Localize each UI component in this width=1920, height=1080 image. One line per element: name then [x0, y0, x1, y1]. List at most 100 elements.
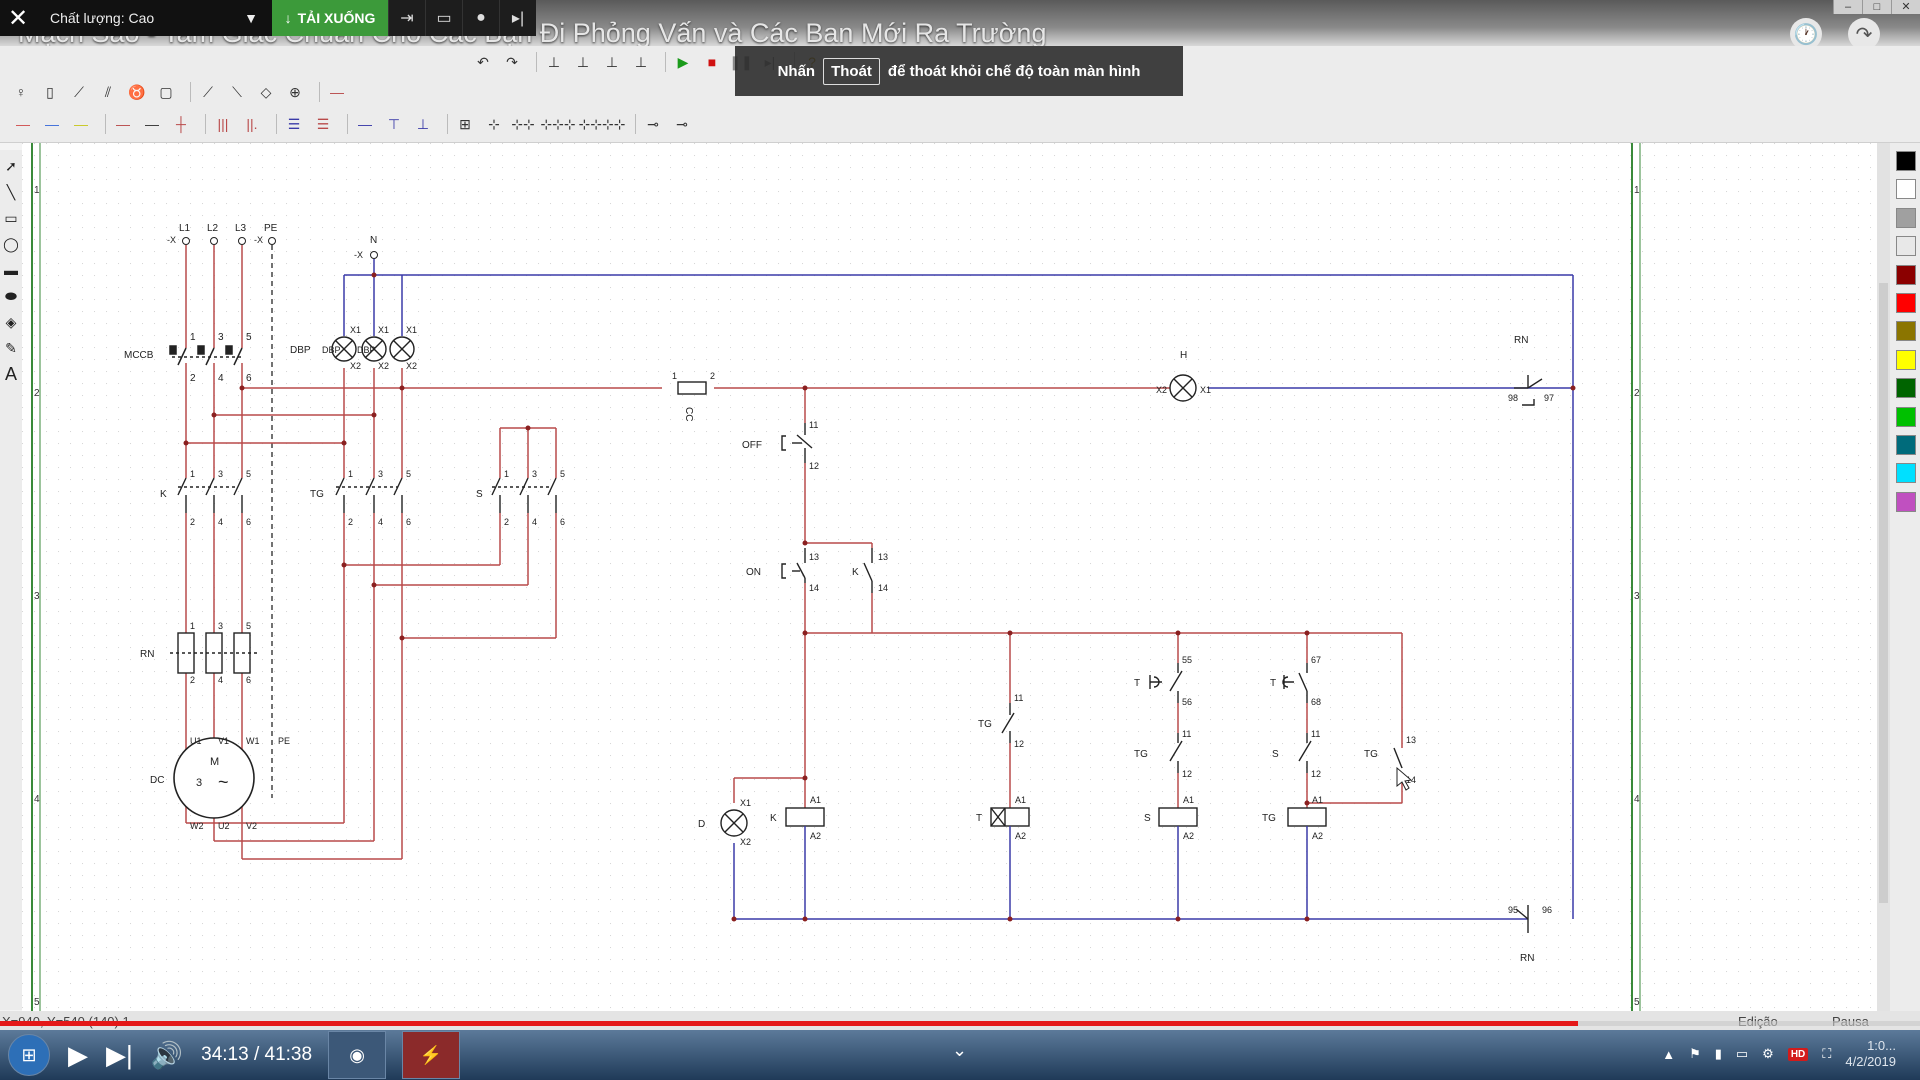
redo-icon[interactable]: ↷	[506, 53, 518, 70]
contact-nc-tool-icon[interactable]: ⟍	[232, 83, 242, 100]
lines-icon[interactable]: ☰	[287, 115, 301, 132]
lines-icon[interactable]: ☰	[316, 115, 330, 132]
wire-tool-icon[interactable]: —	[330, 84, 344, 100]
junction-icon[interactable]: ┼	[176, 116, 186, 132]
play-icon[interactable]: ▶	[68, 1039, 88, 1070]
lamp-tool-icon[interactable]: ♀	[15, 84, 27, 100]
contactor-tool-icon[interactable]: ⫽	[104, 83, 112, 100]
relay-tool-icon[interactable]: ♉	[128, 83, 146, 100]
terminals-icon[interactable]: ⊹⊹⊹	[540, 115, 576, 132]
close-icon[interactable]: ✕	[0, 0, 36, 36]
svg-text:5: 5	[246, 621, 251, 631]
contact-no-tool-icon[interactable]: ⟋	[203, 83, 213, 100]
run-icon[interactable]: ▶	[677, 53, 689, 70]
pencil-icon[interactable]: ✎	[5, 340, 17, 356]
fuse-tool-icon[interactable]: ▯	[46, 83, 54, 100]
color-swatch[interactable]	[1896, 491, 1916, 512]
color-swatch[interactable]	[1896, 151, 1916, 171]
align-icon[interactable]: ⊥	[605, 53, 619, 70]
yellow-wire-icon[interactable]: —	[74, 116, 88, 132]
screen-icon[interactable]: ▭	[1735, 1046, 1749, 1061]
color-swatch[interactable]	[1896, 207, 1916, 228]
drawing-canvas[interactable]: 1 2 3 4 5 1 2 3 4 5	[22, 143, 1877, 1011]
ellipse-tool-icon[interactable]: ◯	[3, 236, 19, 252]
line-icon[interactable]: —	[358, 116, 372, 132]
color-swatch[interactable]	[1896, 179, 1916, 200]
skip-icon[interactable]: ▸|	[499, 0, 536, 36]
align-icon[interactable]: ⊥	[634, 53, 648, 70]
color-swatch[interactable]	[1896, 264, 1916, 285]
svg-text:5: 5	[246, 469, 251, 479]
close-window-icon[interactable]: ✕	[1891, 0, 1920, 14]
watch-later-icon[interactable]: 🕐	[1790, 18, 1822, 50]
bus-icon[interactable]: |||	[217, 116, 229, 132]
color-swatch[interactable]	[1896, 349, 1916, 370]
share-icon[interactable]: ↷	[1848, 18, 1880, 50]
fullscreen-exit-key[interactable]: Thoát	[823, 57, 880, 85]
minimize-icon[interactable]: –	[1833, 0, 1862, 14]
align-icon[interactable]: ⊥	[547, 53, 561, 70]
filled-rectangle-icon[interactable]: ▬	[4, 262, 18, 278]
control-junctions	[371, 272, 1576, 922]
volume-icon[interactable]: 🔊	[150, 1039, 184, 1070]
align-icon[interactable]: ⊥	[576, 53, 590, 70]
connector-icon[interactable]: ⊸	[676, 115, 688, 132]
color-swatch[interactable]	[1896, 434, 1916, 455]
wire-icon[interactable]: —	[145, 116, 159, 132]
cade-simu-app-icon[interactable]: ⚡	[402, 1031, 461, 1079]
terminal-icon[interactable]: ⊹	[488, 115, 500, 132]
screen-icon[interactable]: ▭	[425, 0, 462, 36]
maximize-icon[interactable]: □	[1862, 0, 1891, 14]
terminal-tool-icon[interactable]: ⊕	[289, 83, 301, 100]
text-tool-icon[interactable]: A	[4, 364, 17, 384]
node-tool-icon[interactable]: ◇	[260, 83, 272, 100]
chevron-down-icon[interactable]: ⌄	[952, 1040, 968, 1060]
download-button[interactable]: ↓ TẢI XUỐNG	[272, 0, 388, 36]
terminal-icon[interactable]: ⊞	[459, 115, 471, 132]
scrollbar-thumb[interactable]	[1879, 283, 1888, 903]
video-progress-bar[interactable]	[0, 1021, 1920, 1026]
battery-icon[interactable]: ▮	[1714, 1046, 1722, 1061]
settings-gear-icon[interactable]: ⚙	[1762, 1046, 1774, 1061]
pointer-icon[interactable]: ➚	[5, 158, 17, 174]
wire-icon[interactable]: —	[116, 116, 130, 132]
clock: 1:0... 4/2/2019	[1845, 1038, 1896, 1070]
fullscreen-exit-icon[interactable]: ⛶	[1822, 1046, 1832, 1061]
exit-icon[interactable]: ⇥	[388, 0, 425, 36]
tee-icon[interactable]: ⊥	[416, 115, 430, 132]
connector-icon[interactable]: ⊸	[647, 115, 659, 132]
terminals-icon[interactable]: ⊹⊹⊹⊹	[578, 115, 626, 132]
lightbulb-icon[interactable]: ●	[462, 0, 499, 36]
color-swatch[interactable]	[1896, 321, 1916, 342]
terminals-icon[interactable]: ⊹⊹	[511, 115, 535, 132]
undo-icon[interactable]: ↶	[477, 53, 489, 70]
color-swatch[interactable]	[1896, 292, 1916, 313]
line-tool-icon[interactable]: ╲	[6, 184, 16, 200]
color-swatch[interactable]	[1896, 236, 1916, 257]
next-icon[interactable]: ▶|	[106, 1039, 133, 1070]
svg-text:12: 12	[809, 461, 819, 471]
start-icon[interactable]: ⊞	[8, 1034, 50, 1076]
red-wire-icon[interactable]: —	[16, 116, 30, 132]
switch-tool-icon[interactable]: ⟋	[74, 83, 84, 100]
motor: M 3 ~ DC U1 V1 W1 PE W2 U2 V2	[150, 736, 290, 831]
tee-icon[interactable]: ⊤	[387, 115, 401, 132]
color-swatch[interactable]	[1896, 463, 1916, 484]
media-app-icon[interactable]: ◉	[328, 1031, 387, 1079]
color-swatch[interactable]	[1896, 378, 1916, 399]
color-swatch[interactable]	[1896, 406, 1916, 427]
bus-icon[interactable]: ||.	[246, 116, 258, 132]
filled-ellipse-icon[interactable]: ⬬	[5, 288, 17, 304]
svg-text:X2: X2	[740, 837, 751, 847]
quality-select[interactable]: Chất lượng: Cao ▼	[36, 0, 272, 36]
stop-icon[interactable]: ■	[707, 54, 717, 70]
flag-icon[interactable]: ⚑	[1689, 1046, 1701, 1061]
coil-tool-icon[interactable]: ▢	[159, 83, 173, 100]
fill-bucket-icon[interactable]: ◈	[5, 314, 17, 330]
blue-wire-icon[interactable]: —	[45, 116, 59, 132]
tray-arrow-icon[interactable]: ▲	[1662, 1046, 1676, 1062]
rectangle-tool-icon[interactable]: ▭	[4, 210, 18, 226]
lamp-d-labels: D X1 X2	[698, 798, 751, 847]
vertical-scrollbar[interactable]	[1877, 143, 1890, 1011]
